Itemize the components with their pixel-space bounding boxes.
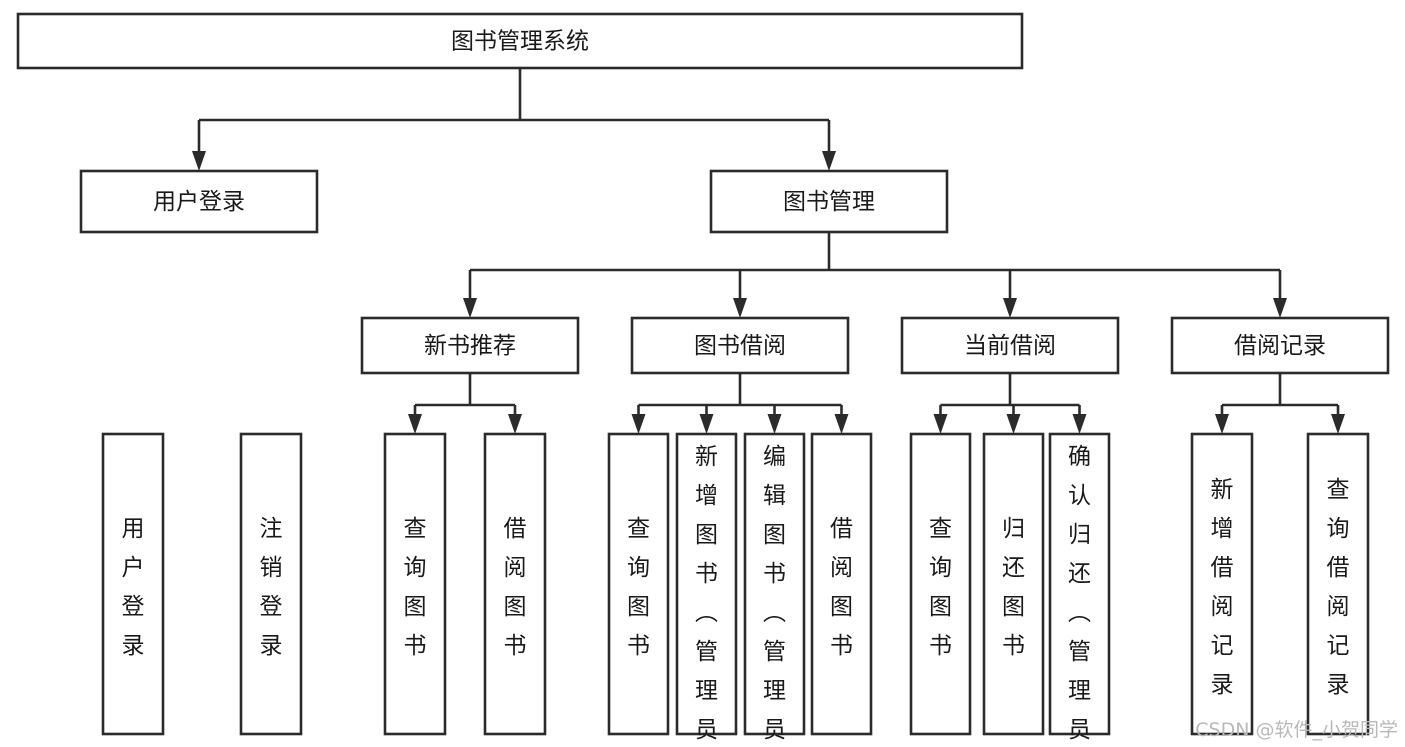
leaf-label: 新增借阅记录 bbox=[1211, 477, 1234, 698]
leaf-leaf_add_book[interactable]: 新增图书︵管理员︶ bbox=[675, 432, 738, 747]
edge-group-current_borrow bbox=[933, 373, 1087, 434]
arrow-head-icon bbox=[933, 414, 948, 434]
arrow-head-icon bbox=[408, 414, 422, 434]
leaf-leaf_add_record[interactable]: 新增借阅记录 bbox=[1190, 432, 1254, 736]
arrow-head-icon bbox=[733, 298, 747, 318]
leaf-leaf_query_book_3[interactable]: 查询图书 bbox=[909, 432, 972, 736]
leaf-label: 借阅图书 bbox=[504, 516, 527, 659]
arrow-head-icon bbox=[192, 151, 206, 171]
leaf-label: 编辑图书︵管理员︶ bbox=[763, 444, 786, 747]
node-label: 图书管理系统 bbox=[451, 29, 589, 55]
arrow-head-icon bbox=[463, 298, 477, 318]
edge-group-book_manage bbox=[463, 232, 1287, 318]
node-new_book_rec[interactable]: 新书推荐 bbox=[360, 316, 580, 375]
leaf-leaf_query_record[interactable]: 查询借阅记录 bbox=[1306, 432, 1370, 736]
nodes-layer: 图书管理系统用户登录图书管理新书推荐图书借阅当前借阅借阅记录用户登录注销登录查询… bbox=[16, 12, 1390, 747]
arrow-head-icon bbox=[1003, 298, 1017, 318]
node-label: 用户登录 bbox=[153, 189, 245, 215]
arrow-head-icon bbox=[631, 414, 646, 434]
edge-group-borrow_record bbox=[1215, 373, 1345, 434]
leaf-label: 确认归还︵管理员︶ bbox=[1068, 444, 1091, 747]
leaf-label: 归还图书 bbox=[1002, 516, 1025, 659]
node-label: 新书推荐 bbox=[424, 333, 516, 359]
leaf-leaf_return_book[interactable]: 归还图书 bbox=[982, 432, 1045, 736]
node-root[interactable]: 图书管理系统 bbox=[16, 12, 1024, 70]
leaf-label: 查询图书 bbox=[929, 516, 952, 659]
arrow-head-icon bbox=[822, 151, 836, 171]
node-current_borrow[interactable]: 当前借阅 bbox=[900, 316, 1120, 375]
leaf-label: 借阅图书 bbox=[830, 516, 853, 659]
arrow-head-icon bbox=[1006, 414, 1021, 434]
csdn-watermark: CSDN @软件_小贺同学 bbox=[1195, 719, 1398, 741]
leaf-leaf_confirm_ret[interactable]: 确认归还︵管理员︶ bbox=[1048, 432, 1111, 747]
leaf-label: 注销登录 bbox=[260, 516, 283, 659]
arrow-head-icon bbox=[1273, 298, 1287, 318]
leaf-label: 用户登录 bbox=[122, 516, 145, 659]
arrow-head-icon bbox=[767, 414, 782, 434]
leaf-leaf_borrow_book_2[interactable]: 借阅图书 bbox=[810, 432, 873, 736]
leaf-leaf_query_book_1[interactable]: 查询图书 bbox=[383, 432, 447, 736]
arrow-head-icon bbox=[1215, 414, 1229, 434]
arrow-head-icon bbox=[1331, 414, 1345, 434]
arrow-head-icon bbox=[1072, 414, 1087, 434]
leaf-leaf_borrow_book_1[interactable]: 借阅图书 bbox=[483, 432, 547, 736]
leaf-label: 新增图书︵管理员︶ bbox=[695, 444, 718, 747]
node-label: 图书借阅 bbox=[694, 333, 786, 359]
leaf-leaf_user_login[interactable]: 用户登录 bbox=[101, 432, 165, 736]
node-label: 借阅记录 bbox=[1234, 333, 1326, 359]
edge-group-book_borrow bbox=[631, 373, 849, 434]
node-book_borrow[interactable]: 图书借阅 bbox=[630, 316, 850, 375]
leaf-label: 查询图书 bbox=[404, 516, 427, 659]
node-user_login[interactable]: 用户登录 bbox=[79, 169, 319, 234]
node-label: 图书管理 bbox=[783, 189, 875, 215]
edges-layer bbox=[192, 68, 1345, 434]
leaf-label: 查询借阅记录 bbox=[1327, 477, 1350, 698]
leaf-leaf_query_book_2[interactable]: 查询图书 bbox=[607, 432, 670, 736]
node-label: 当前借阅 bbox=[964, 333, 1056, 359]
edge-group-root bbox=[192, 68, 836, 171]
leaf-leaf_user_logout[interactable]: 注销登录 bbox=[239, 432, 303, 736]
leaf-leaf_edit_book[interactable]: 编辑图书︵管理员︶ bbox=[743, 432, 806, 747]
node-book_manage[interactable]: 图书管理 bbox=[709, 169, 949, 234]
arrow-head-icon bbox=[699, 414, 714, 434]
arrow-head-icon bbox=[834, 414, 849, 434]
arrow-head-icon bbox=[508, 414, 522, 434]
node-borrow_record[interactable]: 借阅记录 bbox=[1170, 316, 1390, 375]
edge-group-new_book_rec bbox=[408, 373, 522, 434]
leaf-label: 查询图书 bbox=[627, 516, 650, 659]
